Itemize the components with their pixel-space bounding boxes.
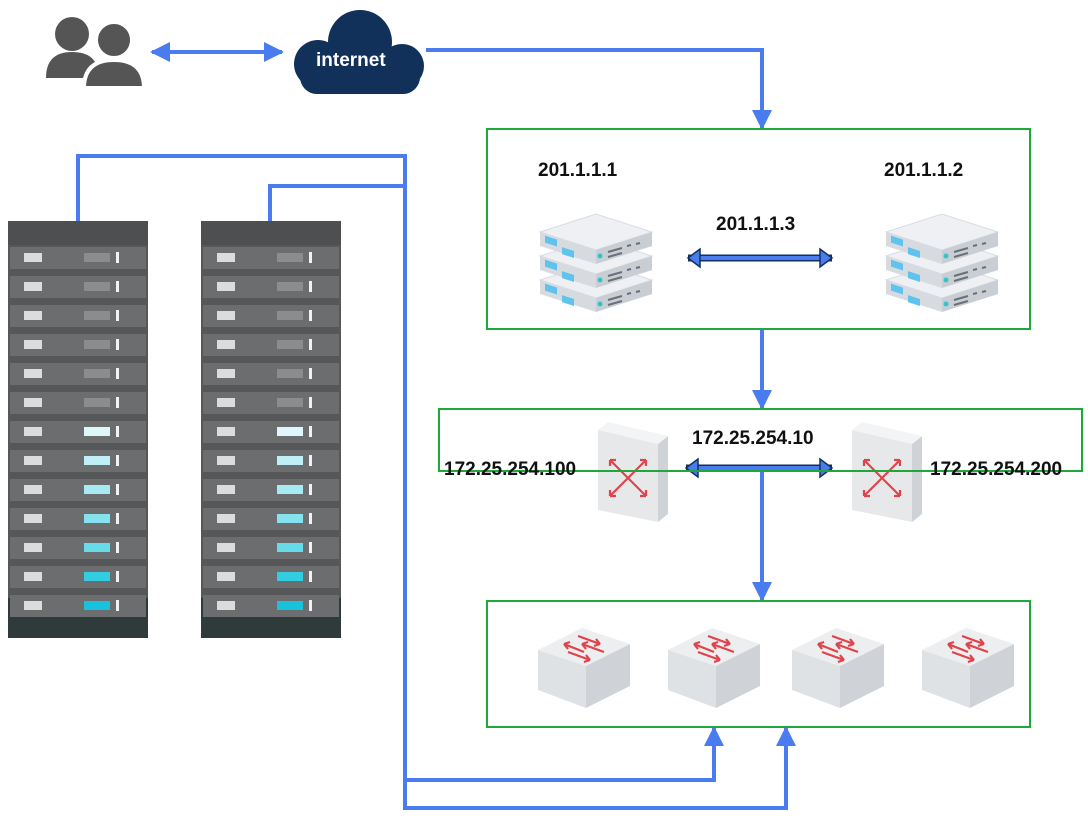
rack-led bbox=[84, 340, 110, 349]
rack-led bbox=[277, 485, 303, 494]
router-tier-box bbox=[438, 408, 1083, 472]
rack-led bbox=[277, 282, 303, 291]
rack-led bbox=[84, 369, 110, 378]
rack-unit bbox=[203, 450, 339, 472]
server-rack-1 bbox=[8, 221, 148, 638]
rack-led bbox=[277, 369, 303, 378]
rack2-switch-link bbox=[268, 184, 796, 810]
rack-unit bbox=[203, 363, 339, 385]
switch-tier-box bbox=[486, 600, 1031, 728]
rack-unit bbox=[203, 508, 339, 530]
rack-unit bbox=[203, 595, 339, 617]
rack-led bbox=[277, 543, 303, 552]
server-vip: 201.1.1.3 bbox=[716, 214, 796, 235]
rack-led bbox=[277, 601, 303, 610]
rack-unit bbox=[10, 508, 146, 530]
rack-led bbox=[277, 311, 303, 320]
rack-unit bbox=[10, 450, 146, 472]
rack-unit bbox=[10, 305, 146, 327]
rack-unit bbox=[10, 392, 146, 414]
rack-unit bbox=[10, 537, 146, 559]
rack-unit bbox=[203, 247, 339, 269]
rack-led bbox=[84, 253, 110, 262]
rack-unit bbox=[203, 276, 339, 298]
rack-unit bbox=[203, 537, 339, 559]
rack-led bbox=[84, 485, 110, 494]
rack-led bbox=[277, 427, 303, 436]
server-rack-2 bbox=[201, 221, 341, 638]
rack-led bbox=[277, 340, 303, 349]
rack-unit bbox=[203, 305, 339, 327]
rack-led bbox=[84, 398, 110, 407]
rack-unit bbox=[10, 566, 146, 588]
rack-led bbox=[84, 456, 110, 465]
rack-unit bbox=[203, 334, 339, 356]
rack-unit bbox=[203, 479, 339, 501]
rack-unit bbox=[10, 247, 146, 269]
server-tier-box bbox=[486, 128, 1031, 330]
rack-unit bbox=[203, 421, 339, 443]
rack-led bbox=[277, 456, 303, 465]
rack-led bbox=[84, 514, 110, 523]
rack-led bbox=[277, 398, 303, 407]
rack-led bbox=[84, 572, 110, 581]
server-right-ip: 201.1.1.2 bbox=[884, 160, 964, 181]
rack-unit bbox=[203, 392, 339, 414]
rack-led bbox=[84, 601, 110, 610]
rack-led bbox=[84, 311, 110, 320]
rack-unit bbox=[10, 595, 146, 617]
rack-unit bbox=[10, 276, 146, 298]
router-left-ip: 172.25.254.100 bbox=[444, 459, 577, 480]
rack-unit bbox=[10, 363, 146, 385]
rack-led bbox=[84, 282, 110, 291]
rack-unit bbox=[10, 421, 146, 443]
rack-unit bbox=[10, 479, 146, 501]
rack-led bbox=[277, 253, 303, 262]
cloud-server-link bbox=[426, 48, 772, 130]
users-icon bbox=[46, 17, 147, 90]
rack-unit bbox=[203, 566, 339, 588]
rack-led bbox=[277, 514, 303, 523]
internet-label: internet bbox=[316, 50, 386, 71]
rack-led bbox=[84, 427, 110, 436]
server-left-ip: 201.1.1.1 bbox=[538, 160, 618, 181]
router-right-ip: 172.25.254.200 bbox=[930, 459, 1063, 480]
rack-led bbox=[84, 543, 110, 552]
rack-unit bbox=[10, 334, 146, 356]
router-vip: 172.25.254.10 bbox=[692, 428, 814, 449]
rack-led bbox=[277, 572, 303, 581]
cloud-icon bbox=[294, 10, 424, 94]
connection-lines bbox=[76, 42, 796, 810]
